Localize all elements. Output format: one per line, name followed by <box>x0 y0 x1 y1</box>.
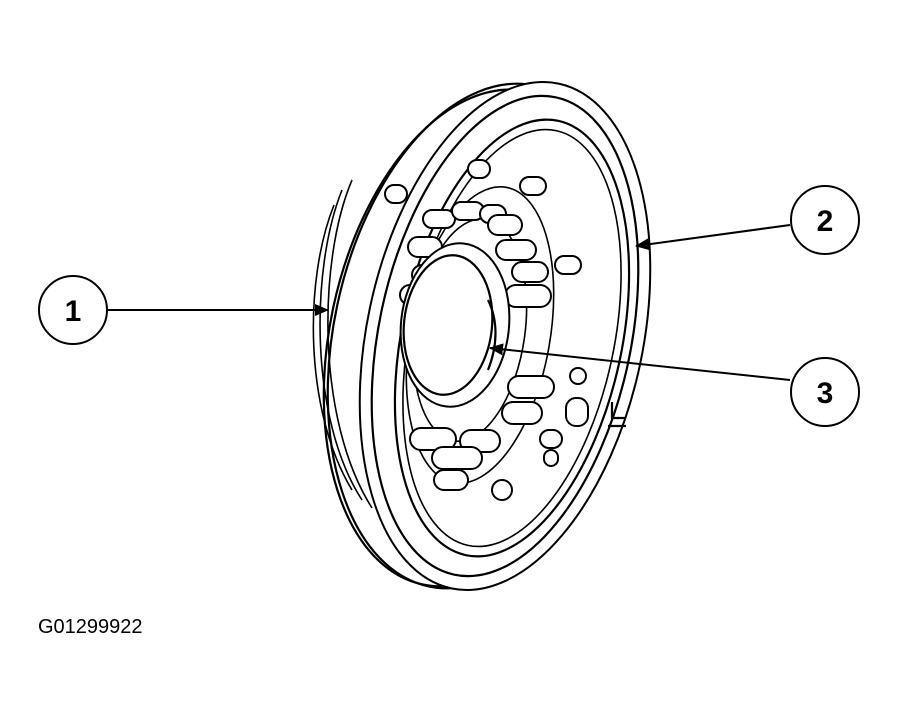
callout-2: 2 <box>790 185 860 255</box>
callout-3-leader <box>489 343 791 381</box>
figure-id-label: G01299922 <box>38 616 143 638</box>
callout-3-label: 3 <box>817 377 834 410</box>
callout-3: 3 <box>790 357 860 427</box>
callout-1-label: 1 <box>65 295 82 328</box>
callout-2-leader <box>635 224 791 251</box>
pulley-body <box>312 81 652 591</box>
callout-1: 1 <box>38 275 108 345</box>
callout-2-label: 2 <box>817 205 834 238</box>
